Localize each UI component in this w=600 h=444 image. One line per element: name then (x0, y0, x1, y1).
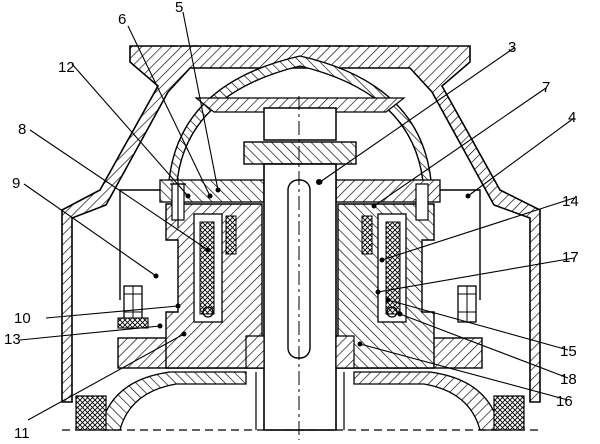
callout-11: 11 (14, 425, 30, 442)
callout-labels: 6 5 3 12 7 4 8 9 14 17 10 13 15 18 16 11 (4, 0, 579, 442)
callout-5: 5 (175, 0, 183, 16)
callout-12: 12 (58, 59, 75, 76)
callout-7: 7 (542, 79, 550, 96)
callout-4: 4 (568, 109, 576, 126)
callout-9: 9 (12, 175, 20, 192)
callout-16: 16 (556, 393, 573, 410)
callout-8: 8 (18, 121, 26, 138)
outer-housing (61, 45, 541, 403)
central-shaft (243, 96, 357, 440)
callout-15: 15 (560, 343, 577, 360)
side-bolts (117, 285, 477, 329)
callout-6: 6 (118, 11, 126, 28)
callout-18: 18 (560, 371, 577, 388)
callout-3: 3 (508, 39, 516, 56)
hub-housing (159, 178, 441, 369)
callout-13: 13 (4, 331, 21, 348)
callout-17: 17 (562, 249, 579, 266)
callout-14: 14 (562, 193, 579, 210)
leader-dots (153, 179, 471, 347)
leader-lines (19, 11, 575, 421)
callout-10: 10 (14, 310, 31, 327)
